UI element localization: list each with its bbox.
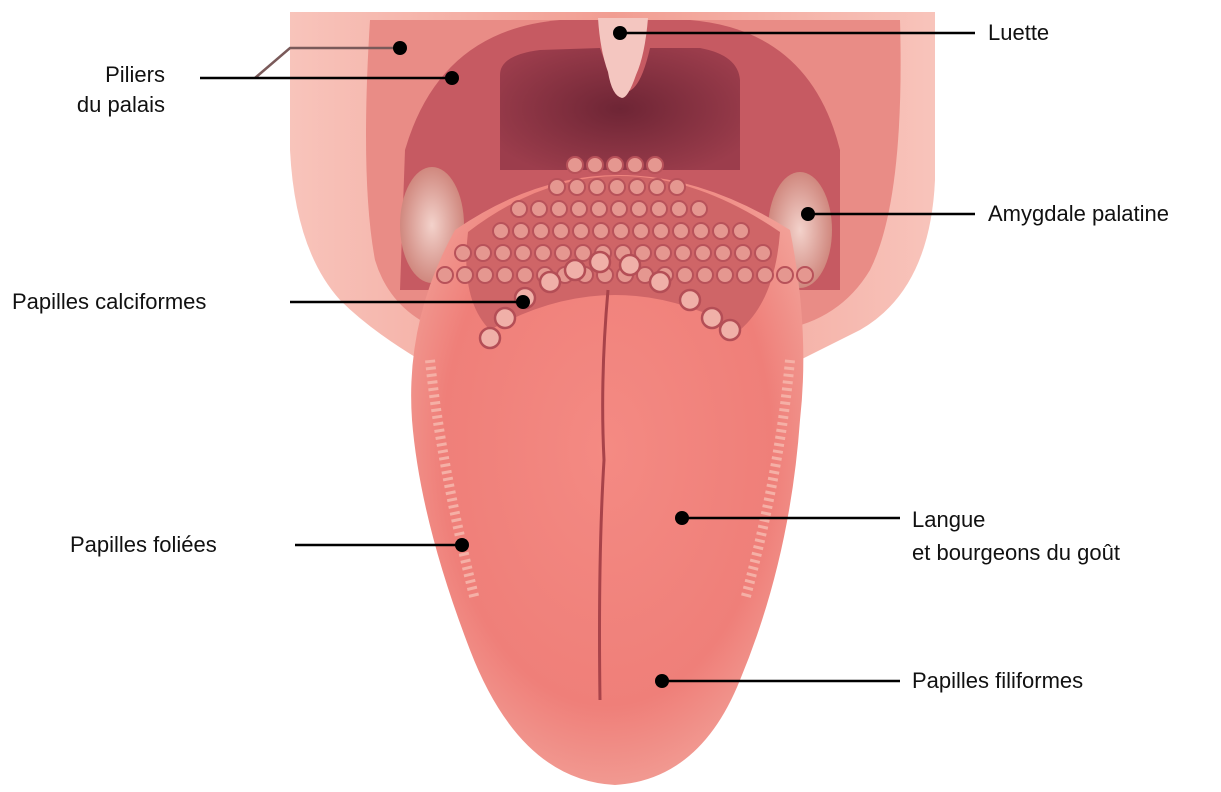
label-foliees: Papilles foliées — [70, 532, 469, 557]
papilla-dot — [673, 223, 689, 239]
vallate-papilla — [565, 260, 585, 280]
papilla-dot — [587, 157, 603, 173]
papilla-dot — [755, 245, 771, 261]
papilla-dot — [717, 267, 733, 283]
papilla-dot — [533, 223, 549, 239]
papilla-dot — [531, 201, 547, 217]
label-piliers-line2: du palais — [77, 92, 165, 117]
papilla-dot — [475, 245, 491, 261]
papilla-dot — [693, 223, 709, 239]
papilla-dot — [777, 267, 793, 283]
papilla-dot — [497, 267, 513, 283]
papilla-dot — [515, 245, 531, 261]
papilla-dot — [591, 201, 607, 217]
papilla-dot — [593, 223, 609, 239]
vallate-papilla — [495, 308, 515, 328]
papilla-dot — [611, 201, 627, 217]
papilla-dot — [569, 179, 585, 195]
papilla-dot — [733, 223, 749, 239]
papilla-dot — [573, 223, 589, 239]
papilla-dot — [797, 267, 813, 283]
leader-dot-piliers-upper — [393, 41, 407, 55]
papilla-dot — [513, 223, 529, 239]
papilla-dot — [629, 179, 645, 195]
papilla-dot — [575, 245, 591, 261]
papilla-dot — [691, 201, 707, 217]
papilla-dot — [647, 157, 663, 173]
vallate-papilla — [720, 320, 740, 340]
vallate-papilla — [680, 290, 700, 310]
label-langue-line1: Langue — [912, 507, 985, 532]
label-filiformes-text: Papilles filiformes — [912, 668, 1083, 693]
label-piliers-line1: Piliers — [105, 62, 165, 87]
leader-dot-filiformes — [655, 674, 669, 688]
papilla-dot — [737, 267, 753, 283]
papilla-dot — [695, 245, 711, 261]
vallate-papilla — [590, 252, 610, 272]
leader-dot-amygdale — [801, 207, 815, 221]
papilla-dot — [677, 267, 693, 283]
papilla-dot — [589, 179, 605, 195]
label-foliees-text: Papilles foliées — [70, 532, 217, 557]
papilla-dot — [713, 223, 729, 239]
papilla-dot — [675, 245, 691, 261]
papilla-dot — [609, 179, 625, 195]
leader-dot-foliees — [455, 538, 469, 552]
papilla-dot — [649, 179, 665, 195]
papilla-dot — [655, 245, 671, 261]
label-amygdale-text: Amygdale palatine — [988, 201, 1169, 226]
leader-dot-langue — [675, 511, 689, 525]
leader-dot-piliers-lower — [445, 71, 459, 85]
papilla-dot — [627, 157, 643, 173]
papilla-dot — [633, 223, 649, 239]
papilla-dot — [669, 179, 685, 195]
papilla-dot — [651, 201, 667, 217]
papilla-dot — [567, 157, 583, 173]
vallate-papilla — [620, 255, 640, 275]
papilla-dot — [457, 267, 473, 283]
papilla-dot — [477, 267, 493, 283]
papilla-dot — [553, 223, 569, 239]
label-langue-line2: et bourgeons du goût — [912, 540, 1120, 565]
papilla-dot — [517, 267, 533, 283]
leader-dot-calciformes — [516, 295, 530, 309]
papilla-dot — [511, 201, 527, 217]
papilla-dot — [735, 245, 751, 261]
papilla-dot — [555, 245, 571, 261]
papilla-dot — [631, 201, 647, 217]
papilla-dot — [697, 267, 713, 283]
papilla-dot — [551, 201, 567, 217]
papilla-dot — [571, 201, 587, 217]
papilla-dot — [437, 267, 453, 283]
papilla-dot — [757, 267, 773, 283]
papilla-dot — [549, 179, 565, 195]
papilla-dot — [535, 245, 551, 261]
papilla-dot — [455, 245, 471, 261]
mouth-illustration — [290, 12, 935, 785]
papilla-dot — [495, 245, 511, 261]
papilla-dot — [653, 223, 669, 239]
label-luette-text: Luette — [988, 20, 1049, 45]
vallate-papilla — [540, 272, 560, 292]
papilla-dot — [715, 245, 731, 261]
papilla-dot — [671, 201, 687, 217]
label-calciformes-text: Papilles calciformes — [12, 289, 206, 314]
leader-dot-luette — [613, 26, 627, 40]
papilla-dot — [493, 223, 509, 239]
papilla-dot — [607, 157, 623, 173]
vallate-papilla — [480, 328, 500, 348]
vallate-papilla — [702, 308, 722, 328]
vallate-papilla — [650, 272, 670, 292]
papilla-dot — [613, 223, 629, 239]
